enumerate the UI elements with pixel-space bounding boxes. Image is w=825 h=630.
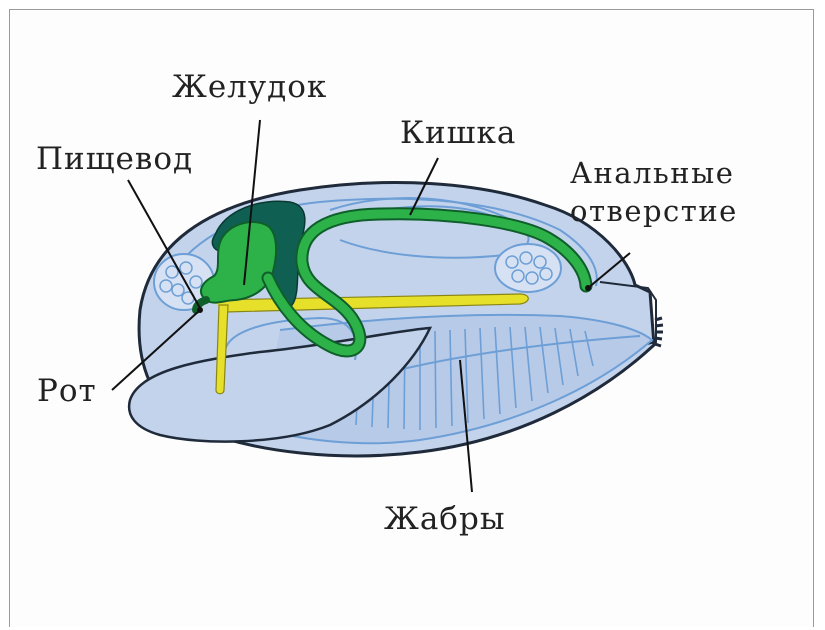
anal-opening-marker <box>585 285 591 291</box>
label-stomach: Желудок <box>172 72 327 103</box>
label-anal-opening-line2: отверстие <box>570 194 738 228</box>
adductor-muscle-back <box>495 244 561 292</box>
label-esophagus: Пищевод <box>36 144 193 175</box>
label-intestine: Кишка <box>400 118 516 149</box>
mouth-marker <box>197 307 203 313</box>
label-anal-opening-line1: Анальные <box>570 156 734 190</box>
label-mouth: Рот <box>37 376 97 407</box>
label-gills: Жабры <box>384 504 506 535</box>
